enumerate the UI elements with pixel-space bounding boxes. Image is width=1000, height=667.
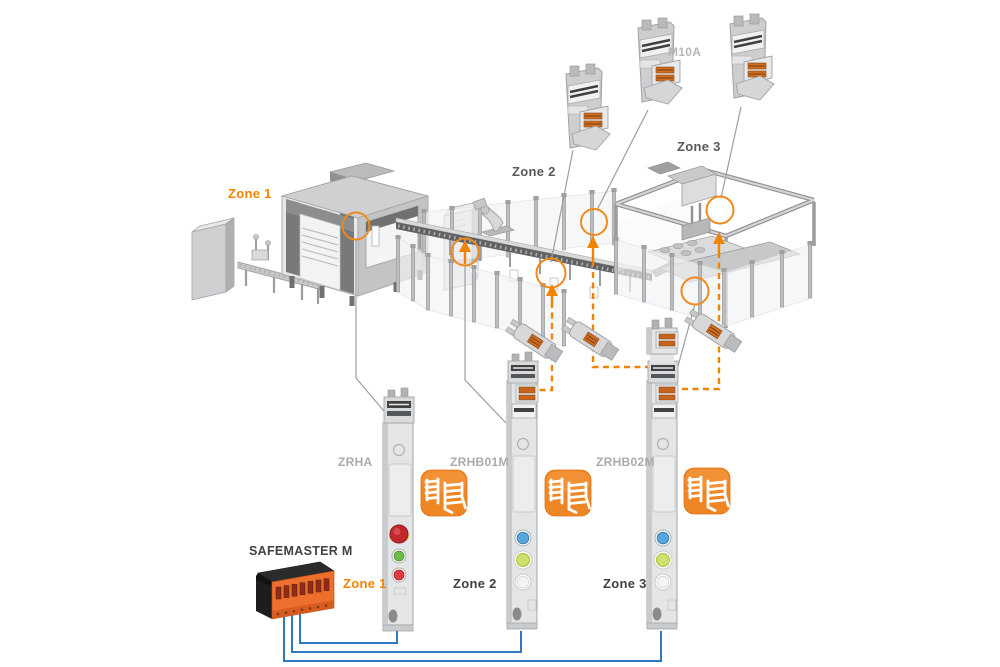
highlight-door-zone1 xyxy=(341,211,371,241)
dashed-link-zone3 xyxy=(681,252,721,391)
safety-column-zrhb01m xyxy=(506,351,539,630)
safety-column-zrha xyxy=(382,387,415,632)
controller-label: SAFEMASTER M xyxy=(249,544,353,558)
plant-zone1-label: Zone 1 xyxy=(228,186,272,201)
red-button xyxy=(393,569,405,581)
interlock-module-3 xyxy=(728,12,776,102)
fence-icons xyxy=(420,467,731,517)
conveyor xyxy=(395,217,685,299)
dashed-link-zone2-mid xyxy=(536,302,554,392)
arrow-up-icon xyxy=(713,232,725,244)
fence-zone2 xyxy=(394,187,618,311)
interlock-module-1 xyxy=(564,62,612,152)
column-label-zrha: ZRHA xyxy=(338,455,373,469)
safety-fence-icon xyxy=(420,469,468,517)
wire-zrha xyxy=(299,614,398,644)
dashed-links xyxy=(459,232,725,392)
interlock-module-m10a xyxy=(636,16,684,106)
bus-wires xyxy=(283,614,662,662)
arrow-up-icon xyxy=(546,284,558,296)
plant-zone3-label: Zone 3 xyxy=(677,139,721,154)
column-zone-label-3: Zone 3 xyxy=(603,576,647,591)
arrow-up-icon xyxy=(587,236,599,248)
safety-fence-icon xyxy=(683,467,731,515)
column-zone-label-2: Zone 2 xyxy=(453,576,497,591)
safemaster-module xyxy=(256,561,335,620)
column-zone-label-1: Zone 1 xyxy=(343,576,387,591)
highlight-door-zone2-left xyxy=(450,237,480,267)
safety-column-zrhb02m xyxy=(646,317,679,630)
wire-zrhb02m xyxy=(283,617,662,662)
m10a-label: M10A xyxy=(668,45,702,59)
green-button xyxy=(393,550,405,562)
column-label-zrhb02m: ZRHB02M xyxy=(596,455,655,469)
plant-zone2-label: Zone 2 xyxy=(512,164,556,179)
dashed-link-zone2-right xyxy=(591,272,651,369)
highlight-door-zone3-upper xyxy=(705,195,735,225)
arrow-up-icon xyxy=(459,240,471,252)
highlight-door-zone2-right xyxy=(580,208,608,236)
gantry-zone3 xyxy=(424,161,816,347)
door-handle-2 xyxy=(560,315,621,363)
column-label-zrhb01m: ZRHB01M xyxy=(450,455,509,469)
machine-zone1 xyxy=(191,162,479,306)
wire-zrhb01m xyxy=(291,615,522,653)
highlight-door-zone3-lower xyxy=(680,276,710,306)
robot-arm xyxy=(472,197,516,237)
safety-fence-icon xyxy=(544,469,592,517)
